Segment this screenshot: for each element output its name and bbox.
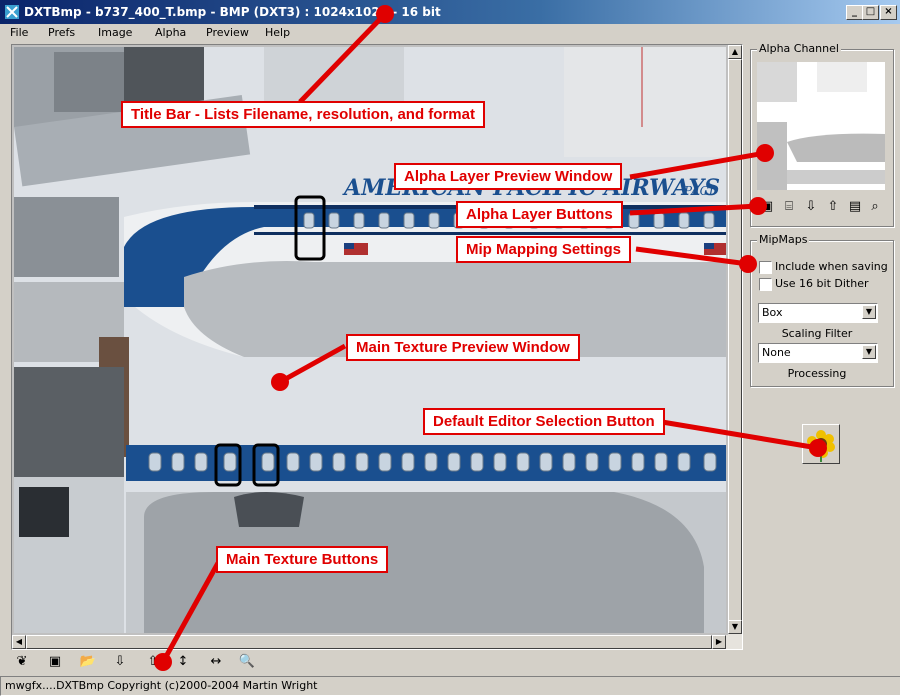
scroll-up-button[interactable]: ▲ [728, 45, 742, 59]
default-editor-button[interactable] [802, 424, 840, 464]
import-alpha-icon[interactable]: ⇩ [805, 199, 817, 214]
alpha-preview-image [757, 62, 885, 190]
include-when-saving-label: Include when saving [775, 260, 888, 273]
processing-value: None [762, 346, 791, 359]
menu-prefs[interactable]: Prefs [48, 26, 76, 39]
alpha-buttons: ▣ ⌸ ⇩ ⇧ ▤ ⌕ [757, 197, 887, 217]
app-icon [5, 5, 19, 19]
alpha-channel-group: Alpha Channel ▣ ⌸ ⇩ ⇧ ▤ ⌕ [750, 42, 894, 227]
import-icon[interactable]: ⇩ [114, 654, 126, 669]
butterfly-icon[interactable]: ❦ [16, 654, 28, 669]
menu-image[interactable]: Image [98, 26, 133, 39]
dither-label: Use 16 bit Dither [775, 277, 869, 290]
vertical-scroll-thumb[interactable] [728, 59, 742, 624]
status-bar: mwgfx....DXTBmp Copyright (c)2000-2004 M… [0, 676, 900, 696]
open-folder-icon[interactable]: 📂 [79, 654, 97, 669]
alpha-channel-label: Alpha Channel [757, 42, 841, 55]
minimize-button[interactable]: _ [846, 5, 863, 20]
flip-horizontal-icon[interactable]: ↔ [210, 654, 222, 669]
scaling-filter-label: Scaling Filter [781, 327, 853, 340]
texture-image: AMERICAN PACIFIC AIRWAYS PACI [14, 47, 726, 633]
status-text: mwgfx....DXTBmp Copyright (c)2000-2004 M… [5, 679, 318, 692]
close-button[interactable]: × [880, 5, 897, 20]
flip-vertical-icon[interactable]: ↕ [177, 654, 189, 669]
alpha-preview-window[interactable] [757, 62, 885, 190]
mipmaps-label: MipMaps [757, 233, 810, 246]
new-alpha-icon[interactable]: ▣ [760, 199, 774, 214]
scaling-filter-value: Box [762, 306, 783, 319]
maximize-button[interactable]: □ [862, 5, 879, 20]
main-texture-preview[interactable]: AMERICAN PACIFIC AIRWAYS PACI [14, 47, 726, 633]
processing-select[interactable]: None ▼ [758, 343, 878, 363]
mipmaps-group: MipMaps Include when saving Use 16 bit D… [750, 233, 894, 387]
horizontal-scroll-thumb[interactable] [26, 635, 712, 649]
menu-help[interactable]: Help [265, 26, 291, 39]
chevron-down-icon[interactable]: ▼ [862, 345, 876, 359]
processing-label: Processing [787, 367, 847, 380]
menu-file[interactable]: File [10, 26, 29, 39]
menu-bar: File Prefs Image Alpha Preview Help [0, 24, 900, 42]
dither-checkbox[interactable] [759, 278, 772, 291]
menu-preview[interactable]: Preview [206, 26, 249, 39]
main-texture-viewer: AMERICAN PACIFIC AIRWAYS PACI [11, 44, 743, 650]
export-alpha-icon[interactable]: ⇧ [827, 199, 839, 214]
livery-text-right: PACI [683, 184, 714, 198]
window-title: DXTBmp - b737_400_T.bmp - BMP (DXT3) : 1… [24, 5, 441, 19]
include-when-saving-checkbox[interactable] [759, 261, 772, 274]
horizontal-scrollbar[interactable]: ◀ ▶ [12, 635, 728, 649]
export-icon[interactable]: ⇧ [147, 654, 159, 669]
scroll-right-button[interactable]: ▶ [712, 635, 726, 649]
scroll-down-button[interactable]: ▼ [728, 620, 742, 634]
sunflower-icon [807, 430, 835, 462]
zoom-icon[interactable]: 🔍 [238, 654, 256, 669]
menu-alpha[interactable]: Alpha [155, 26, 187, 39]
livery-text: AMERICAN PACIFIC AIRWAYS [342, 175, 720, 201]
new-image-icon[interactable]: ▣ [48, 654, 62, 669]
zoom-alpha-icon[interactable]: ⌕ [871, 199, 879, 214]
title-bar: DXTBmp - b737_400_T.bmp - BMP (DXT3) : 1… [0, 0, 900, 24]
main-texture-toolbar: ❦ ▣ 📂 ⇩ ⇧ ↕ ↔ 🔍 [12, 652, 272, 674]
vertical-scrollbar[interactable]: ▲ ▼ [728, 45, 742, 649]
view-alpha-icon[interactable]: ▤ [848, 199, 862, 214]
scaling-filter-select[interactable]: Box ▼ [758, 303, 878, 323]
scroll-left-button[interactable]: ◀ [12, 635, 26, 649]
chevron-down-icon[interactable]: ▼ [862, 305, 876, 319]
open-alpha-icon[interactable]: ⌸ [785, 199, 793, 214]
